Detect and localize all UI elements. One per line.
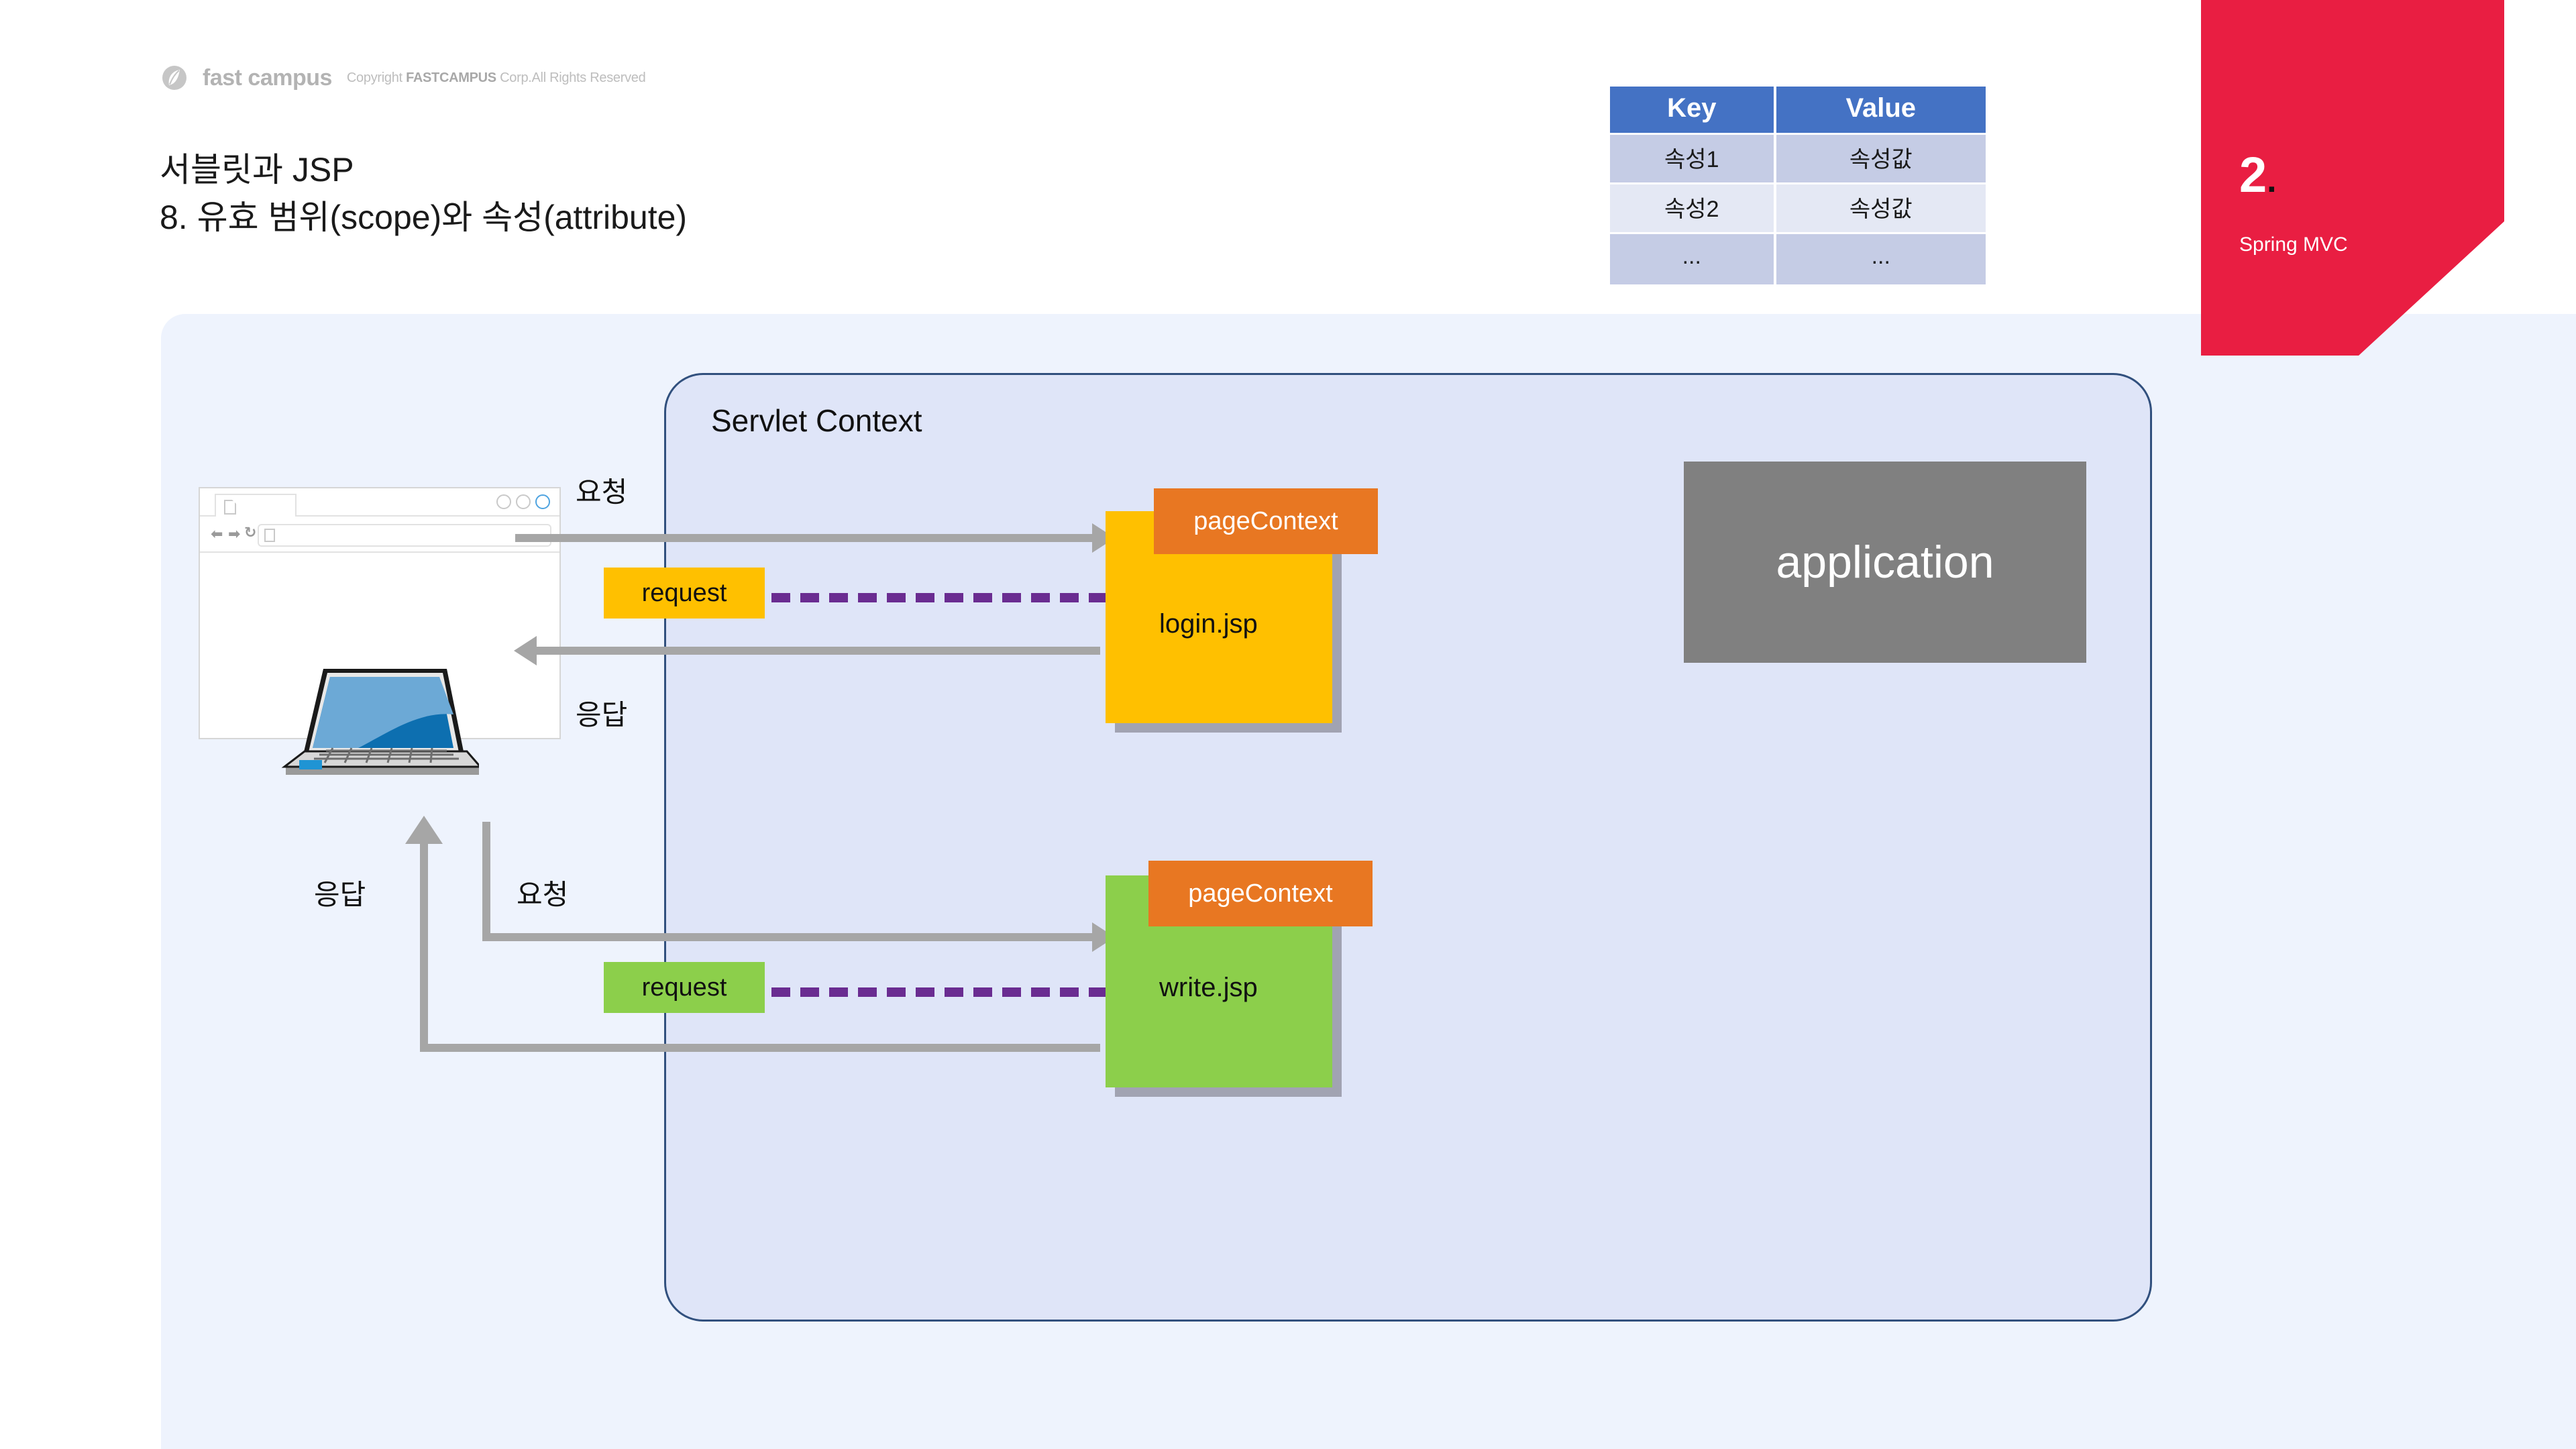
flow2-jsp-name: write.jsp: [1159, 973, 1258, 1002]
flow2-dashed-line: [771, 987, 1194, 997]
cell-key: 속성1: [1610, 135, 1774, 182]
title-line-2: 8. 유효 범위(scope)와 속성(attribute): [160, 199, 688, 236]
cell-value: 속성값: [1776, 184, 1986, 232]
flow2-response-path-horizontal: [420, 1044, 1100, 1052]
copyright-brand: FASTCAMPUS: [406, 70, 496, 85]
flow1-jsp-name: login.jsp: [1159, 609, 1258, 639]
table-row: 속성1 속성값: [1610, 135, 1986, 182]
flow2-request-path-horizontal: [482, 933, 1100, 941]
close-icon[interactable]: [535, 494, 550, 509]
minimize-icon[interactable]: [496, 494, 511, 509]
cell-key: 속성2: [1610, 184, 1774, 232]
table-row: 속성2 속성값: [1610, 184, 1986, 232]
application-scope-box: application: [1684, 462, 2086, 663]
window-controls[interactable]: [496, 494, 550, 509]
flow1-request-arrow-line: [515, 534, 1100, 542]
flow2-request-path-vertical: [482, 822, 490, 941]
flow2-response-arrow-head: [405, 816, 443, 844]
chapter-subtitle: Spring MVC: [2239, 233, 2348, 256]
copyright-prefix: Copyright: [346, 70, 407, 85]
cell-key: ...: [1610, 234, 1774, 284]
cell-value: 속성값: [1776, 135, 1986, 182]
chapter-number-dot: .: [2267, 161, 2277, 200]
servlet-context-label: Servlet Context: [711, 403, 922, 438]
brand-name: fast campus: [203, 64, 332, 91]
flow1-dashed-line: [771, 593, 1194, 602]
document-icon: [264, 529, 275, 542]
chapter-number-value: 2: [2239, 147, 2267, 203]
flow2-response-label: 응답: [314, 879, 366, 910]
copyright-text: Copyright FASTCAMPUS Corp.All Rights Res…: [347, 70, 646, 86]
flow1-pagecontext-tag: pageContext: [1154, 488, 1378, 554]
fastcampus-logo-icon: [161, 64, 188, 91]
browser-navbar: ⬅ ➡ ↻: [200, 517, 559, 553]
attribute-table: Key Value 속성1 속성값 속성2 속성값 ... ...: [1607, 85, 1988, 286]
copyright-suffix: Corp.All Rights Reserved: [496, 70, 646, 85]
column-header-value: Value: [1776, 87, 1986, 133]
table-row: ... ...: [1610, 234, 1986, 284]
flow2-request-label: 요청: [517, 879, 569, 910]
back-arrow-icon[interactable]: ⬅: [211, 525, 223, 542]
flow1-request-scope-chip: request: [604, 568, 765, 619]
laptop-illustration: [271, 654, 483, 782]
table-header-row: Key Value: [1610, 87, 1986, 133]
flow1-response-label: 응답: [576, 699, 628, 731]
brand-logo-row: fast campus Copyright FASTCAMPUS Corp.Al…: [161, 64, 646, 91]
browser-tab[interactable]: [215, 494, 297, 517]
title-line-1: 서블릿과 JSP: [160, 151, 354, 189]
forward-arrow-icon[interactable]: ➡: [228, 525, 241, 542]
flow1-response-arrow-head: [514, 636, 537, 665]
flow1-request-label: 요청: [576, 476, 628, 508]
maximize-icon[interactable]: [516, 494, 531, 509]
column-header-key: Key: [1610, 87, 1774, 133]
cell-value: ...: [1776, 234, 1986, 284]
page-title: 서블릿과 JSP 8. 유효 범위(scope)와 속성(attribute): [160, 149, 687, 239]
flow2-request-scope-chip: request: [604, 962, 765, 1013]
chapter-number: 2.: [2239, 150, 2277, 200]
page-icon: [224, 500, 236, 515]
flow2-response-path-vertical: [420, 840, 428, 1052]
url-bar[interactable]: [258, 524, 551, 547]
browser-tabbar: [200, 488, 559, 517]
flow1-response-arrow-line: [537, 647, 1100, 655]
reload-icon[interactable]: ↻: [244, 524, 257, 541]
flow2-pagecontext-tag: pageContext: [1148, 861, 1373, 926]
